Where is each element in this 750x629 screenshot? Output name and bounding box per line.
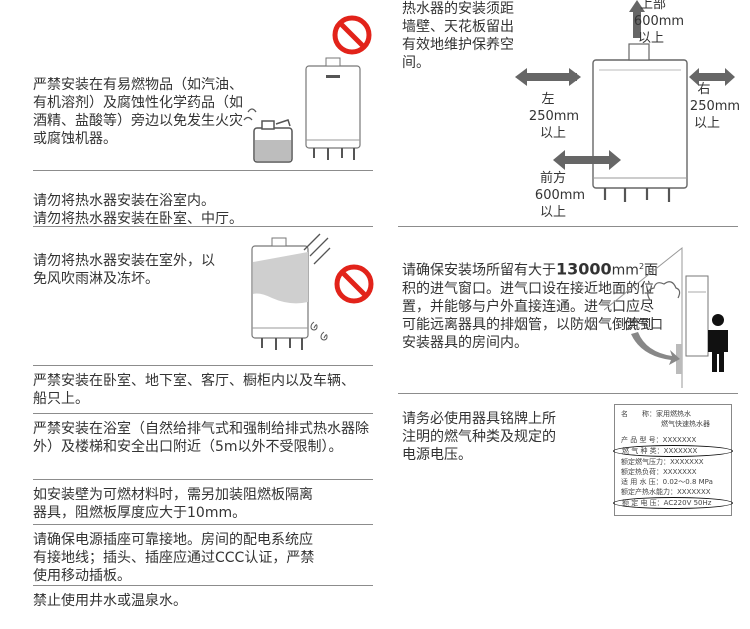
right-clearance-label: 右: [697, 82, 711, 97]
nameplate-voltage: 额 定 电 压：AC220V 50Hz: [613, 497, 733, 509]
right-clearance-unit: 以上: [693, 116, 720, 131]
top-clearance-arrow: [629, 0, 645, 38]
outdoor-warning-illustration: [251, 233, 374, 350]
ventilation-rest: 面积的进气窗口。进气口设在接近地面的位置，并能够与户外直接连通。进气口应尽可能远…: [402, 262, 659, 351]
clearance-note-text: 热水器的安装须距墙壁、天花板留出有效地维护保养空间。: [402, 1, 514, 71]
nameplate-sample: 名 称：家用燃热水 燃气快速热水器 产 品 型 号：XXXXXXX 燃 气 种 …: [613, 404, 733, 516]
ventilation-area-number: 13000: [556, 259, 612, 279]
nameplate-name-2: 燃气快速热水器: [661, 420, 710, 428]
water-heater-icon: [251, 237, 309, 350]
left-clearance-arrow: [515, 68, 581, 86]
left-clearance-label: 左: [541, 92, 555, 107]
rule-bathroom-text-1: 请勿将热水器安装在浴室内。: [33, 193, 215, 209]
divider-left-6: [33, 524, 373, 525]
rule-outdoor-text: 请勿将热水器安装在室外，以免风吹雨淋及冻坏。: [33, 253, 215, 287]
top-clearance-value: 600mm: [633, 14, 685, 29]
nameplate-gas-pressure: 额定燃气压力：XXXXXXX: [621, 458, 704, 466]
right-clearance-value: 250mm: [689, 99, 741, 114]
divider-left-4: [33, 413, 373, 414]
rule-bathroom-text-2: 请勿将热水器安装在卧室、中厅。: [33, 211, 243, 227]
nameplate-model: 产 品 型 号：XXXXXXX: [621, 436, 697, 444]
chemical-container-icon: [243, 108, 293, 163]
ventilation-illustration: [604, 246, 728, 388]
person-icon: [708, 314, 728, 372]
nameplate-heat-load: 额定热负荷：XXXXXXX: [621, 468, 697, 476]
divider-left-5: [33, 479, 373, 480]
rule-flammables-text: 严禁安装在有易燃物品（如汽油、有机溶剂）及腐蚀性化学药品（如酒精、盐酸等）旁边以…: [33, 77, 243, 147]
divider-left-2: [33, 226, 373, 227]
left-clearance-value: 250mm: [528, 109, 580, 124]
water-heater-icon: [592, 43, 688, 202]
divider-right-2: [398, 393, 738, 394]
front-clearance-label: 前方: [539, 171, 566, 186]
ventilation-note-text: 请确保安装场所留有大于13000mm2面积的进气窗口。进气口设在接近地面的位置，…: [402, 258, 660, 352]
divider-left-3: [33, 365, 373, 366]
ventilation-area-sup: 2: [638, 262, 645, 271]
clearance-diagram: [515, 0, 735, 202]
left-clearance-unit: 以上: [539, 126, 566, 141]
nameplate-gas-type: 燃 气 种 类：XXXXXXX: [613, 445, 733, 457]
flammable-warning-illustration: [243, 15, 372, 163]
front-clearance-unit: 以上: [539, 205, 566, 220]
nameplate-hot-water-output: 额定产热水能力：XXXXXXX: [621, 488, 711, 496]
divider-left-1: [33, 170, 373, 171]
top-clearance-label: 上部: [639, 0, 666, 12]
nameplate-name: 名 称：家用燃热水: [621, 410, 691, 418]
front-clearance-value: 600mm: [534, 188, 586, 203]
rule-rooms-vehicles-text: 严禁安装在卧室、地下室、客厅、橱柜内以及车辆、船只上。: [33, 373, 355, 407]
ventilation-inlet-label: 供气口: [624, 318, 664, 333]
divider-right-1: [398, 226, 738, 227]
right-clearance-arrow: [689, 68, 735, 86]
prohibition-icon: [332, 15, 372, 55]
divider-left-7: [33, 585, 373, 586]
ventilation-area-unit: mm: [611, 262, 639, 279]
prohibition-icon: [334, 264, 374, 304]
rule-grounding-text: 请确保电源插座可靠接地。房间的配电系统应有接地线；插头、插座应通过CCC认证，严…: [33, 532, 315, 584]
front-clearance-arrow: [553, 150, 621, 170]
nameplate-note-text: 请务必使用器具铭牌上所注明的燃气种类及规定的电源电压。: [402, 411, 556, 463]
rain-icon: [303, 233, 331, 341]
rule-flame-retardant-text: 如安装壁为可燃材料时，需另加装阻燃板隔离器具，阻燃板厚度应大于10mm。: [33, 487, 313, 521]
rule-stairs-exits-text: 严禁安装在浴室（自然给排气式和强制给排式热水器除外）及楼梯和安全出口附近（5m以…: [33, 421, 369, 455]
top-clearance-unit: 以上: [637, 31, 664, 46]
ventilation-prefix: 请确保安装场所留有大于: [402, 262, 556, 279]
nameplate-water-pressure: 适 用 水 压：0.02～0.8 MPa: [621, 478, 713, 486]
water-heater-icon: [305, 57, 361, 160]
rule-well-water-text: 禁止使用井水或温泉水。: [33, 593, 187, 609]
